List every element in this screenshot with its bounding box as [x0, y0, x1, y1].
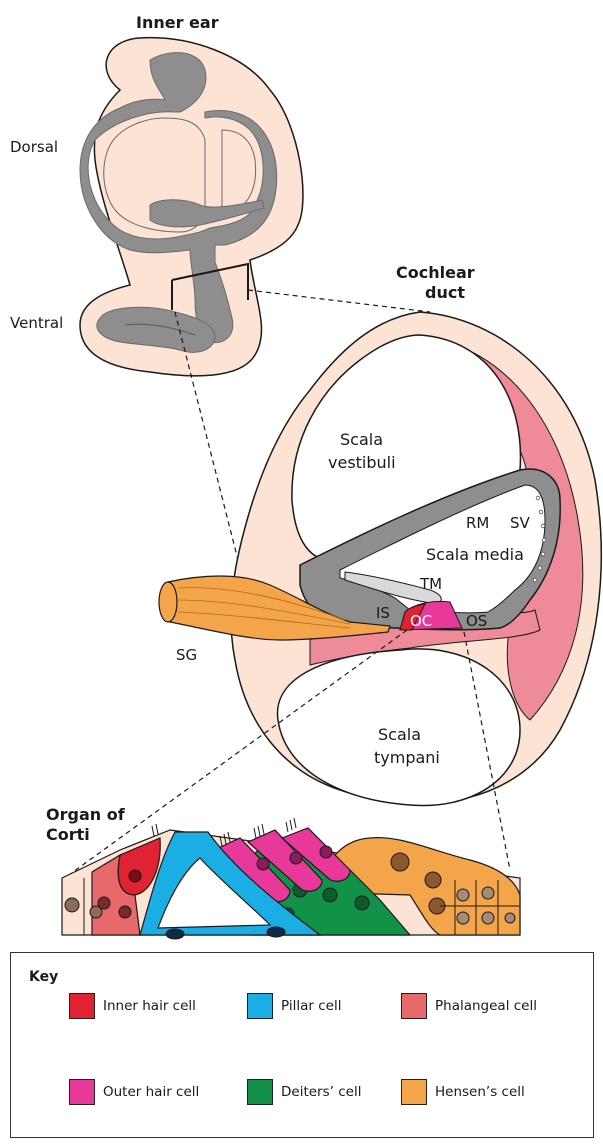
is-label: IS: [376, 604, 390, 622]
cochlear-duct-title-1: Cochlear: [396, 263, 475, 282]
scala-tympani-label-2: tympani: [374, 748, 440, 767]
scala-vestibuli-label-1: Scala: [340, 430, 383, 449]
key-title: Key: [29, 969, 58, 985]
scala-media-label: Scala media: [426, 545, 524, 564]
key-item-inner-hair-cell: Inner hair cell: [69, 993, 196, 1019]
scala-tympani-label-1: Scala: [378, 725, 421, 744]
inner-hair-cell-swatch: [69, 993, 95, 1019]
organ-of-corti-title-2: Corti: [46, 825, 90, 844]
key-label: Pillar cell: [281, 998, 341, 1014]
organ-of-corti: Organ of Corti: [46, 805, 520, 939]
scala-vestibuli-label-2: vestibuli: [328, 453, 396, 472]
key-label: Phalangeal cell: [435, 998, 537, 1014]
ihc-stereocilia: [152, 824, 158, 836]
ihc-nucleus: [129, 870, 141, 882]
key-box: Key Inner hair cell Pillar cell Phalange…: [10, 952, 594, 1138]
key-label: Deiters’ cell: [281, 1084, 361, 1100]
tm-label: TM: [419, 575, 442, 593]
phalangeal-cell-swatch: [401, 993, 427, 1019]
oc-label: OC: [410, 612, 432, 630]
sv-label: SV: [510, 514, 531, 532]
organ-of-corti-title-1: Organ of: [46, 805, 126, 824]
outer-hair-cell-swatch: [69, 1079, 95, 1105]
key-item-deiters-cell: Deiters’ cell: [247, 1079, 361, 1105]
deiters-cell-swatch: [247, 1079, 273, 1105]
key-label: Outer hair cell: [103, 1084, 199, 1100]
key-item-hensens-cell: Hensen’s cell: [401, 1079, 525, 1105]
hensens-cell-swatch: [401, 1079, 427, 1105]
pillar-cell-swatch: [247, 993, 273, 1019]
key-label: Hensen’s cell: [435, 1084, 525, 1100]
inner-ear: Inner ear Dorsal Ventral: [10, 13, 303, 376]
os-label: OS: [466, 612, 487, 630]
key-item-pillar-cell: Pillar cell: [247, 993, 341, 1019]
cochlear-duct-title-2: duct: [425, 283, 465, 302]
rm-label: RM: [466, 514, 489, 532]
inner-ear-title: Inner ear: [136, 13, 219, 32]
key-label: Inner hair cell: [103, 998, 196, 1014]
ventral-label: Ventral: [10, 314, 63, 332]
dorsal-label: Dorsal: [10, 138, 58, 156]
cochlear-duct: Cochlear duct Scala vestibuli RM SV Scal…: [231, 263, 601, 806]
sg-label: SG: [176, 646, 197, 664]
key-item-outer-hair-cell: Outer hair cell: [69, 1079, 199, 1105]
key-item-phalangeal-cell: Phalangeal cell: [401, 993, 537, 1019]
